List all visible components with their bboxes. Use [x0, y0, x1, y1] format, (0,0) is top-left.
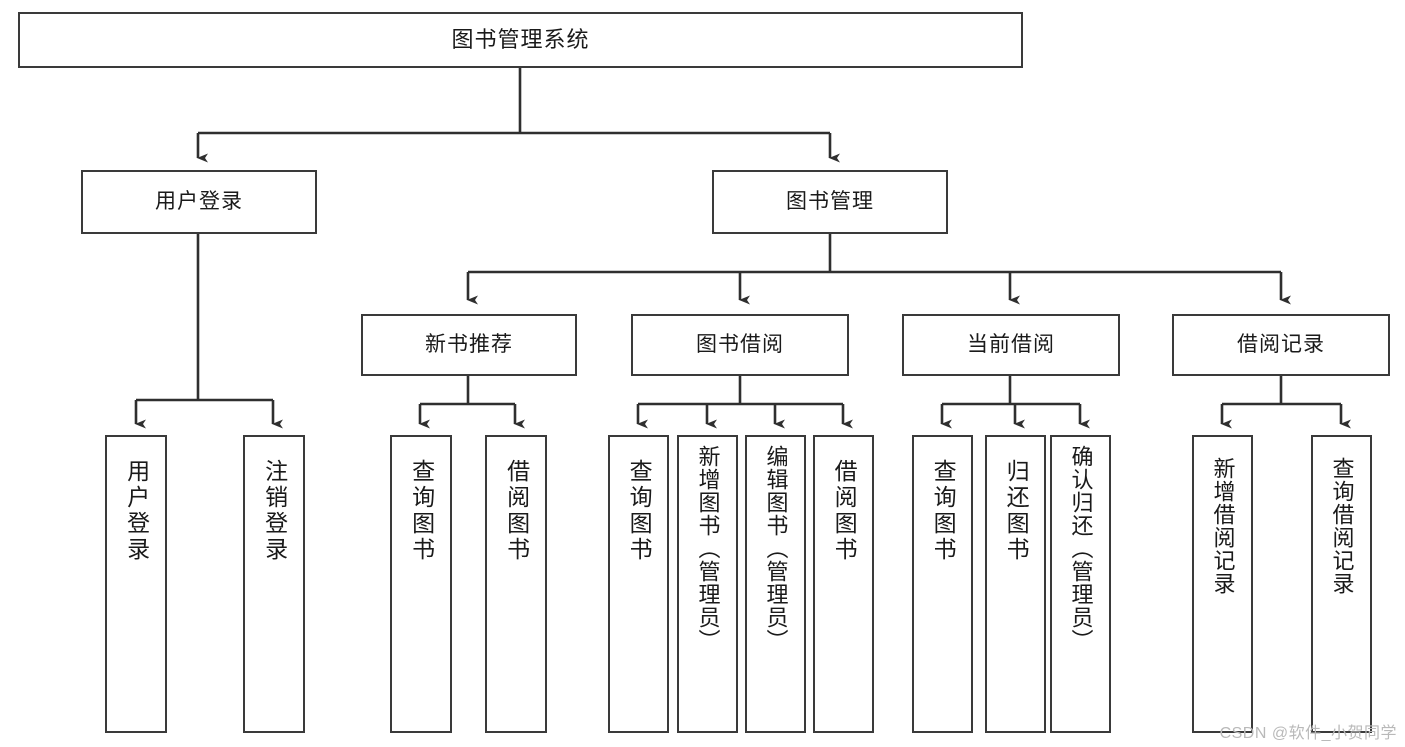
leaf-borrow-record-add-record[interactable]: 新增借阅记录: [1192, 435, 1253, 733]
leaf-book-borrow-borrow-book[interactable]: 借阅图书: [813, 435, 874, 733]
node-label: 新书推荐: [425, 333, 513, 357]
node-new-book-recommend[interactable]: 新书推荐: [361, 314, 577, 376]
leaf-book-borrow-edit-book-admin[interactable]: 编辑图书（管理员）: [745, 435, 806, 733]
node-label: 借阅图书: [831, 459, 858, 563]
leaf-current-borrow-confirm-return-admin[interactable]: 确认归还（管理员）: [1050, 435, 1111, 733]
node-label: 编辑图书（管理员）: [763, 445, 789, 652]
node-label: 确认归还（管理员）: [1068, 445, 1094, 652]
leaf-current-borrow-return-book[interactable]: 归还图书: [985, 435, 1046, 733]
node-current-borrow[interactable]: 当前借阅: [902, 314, 1120, 376]
node-label: 借阅记录: [1237, 333, 1325, 357]
node-label: 用户登录: [155, 190, 243, 214]
node-book-management[interactable]: 图书管理: [712, 170, 948, 234]
node-label: 图书借阅: [696, 333, 784, 357]
node-label: 查询图书: [930, 459, 957, 563]
leaf-book-borrow-add-book-admin[interactable]: 新增图书（管理员）: [677, 435, 738, 733]
leaf-book-borrow-query-book[interactable]: 查询图书: [608, 435, 669, 733]
leaf-user-login-logout[interactable]: 注销登录: [243, 435, 305, 733]
leaf-new-book-borrow-book[interactable]: 借阅图书: [485, 435, 547, 733]
node-label: 图书管理系统: [451, 26, 590, 52]
node-book-management-system[interactable]: 图书管理系统: [18, 12, 1023, 68]
leaf-user-login-login[interactable]: 用户登录: [105, 435, 167, 733]
node-user-login[interactable]: 用户登录: [81, 170, 317, 234]
leaf-new-book-query-book[interactable]: 查询图书: [390, 435, 452, 733]
node-label: 新增借阅记录: [1210, 457, 1236, 595]
node-label: 查询借阅记录: [1329, 457, 1355, 595]
node-label: 图书管理: [786, 190, 874, 214]
node-label: 新增图书（管理员）: [695, 445, 721, 652]
node-label: 归还图书: [1003, 459, 1030, 563]
node-book-borrow[interactable]: 图书借阅: [631, 314, 849, 376]
node-label: 借阅图书: [503, 459, 530, 563]
node-label: 用户登录: [123, 459, 150, 563]
node-label: 注销登录: [261, 459, 288, 563]
leaf-borrow-record-query-record[interactable]: 查询借阅记录: [1311, 435, 1372, 733]
node-label: 查询图书: [408, 459, 435, 563]
node-label: 当前借阅: [967, 333, 1055, 357]
csdn-watermark: CSDN @软件_小贺同学: [1219, 725, 1397, 742]
node-borrow-record[interactable]: 借阅记录: [1172, 314, 1390, 376]
node-label: 查询图书: [626, 459, 653, 563]
leaf-current-borrow-query-book[interactable]: 查询图书: [912, 435, 973, 733]
